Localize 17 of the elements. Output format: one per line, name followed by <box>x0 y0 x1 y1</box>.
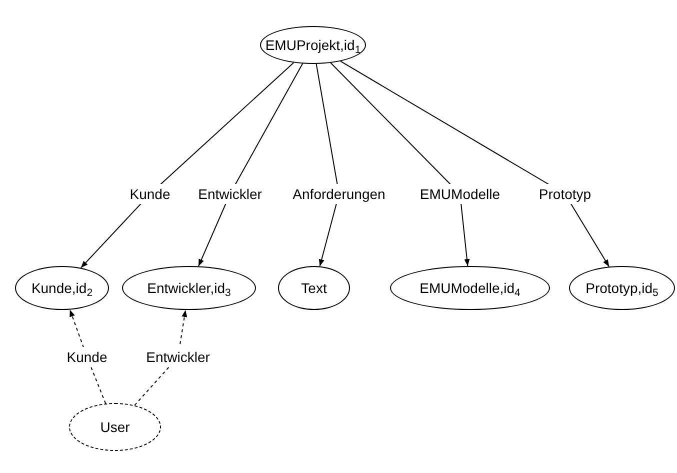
node-label: Text <box>301 281 327 295</box>
node-label: EMUProjekt,id$_{1}$ <box>265 38 361 52</box>
node-label: Kunde,id$_{2}$ <box>31 281 93 295</box>
node-label: Prototyp,id$_{5}$ <box>586 281 658 295</box>
edge-label: Entwickler <box>196 184 264 204</box>
arrow <box>198 63 304 267</box>
edge-label: Kunde <box>128 184 172 204</box>
edge-label: Entwickler <box>144 347 212 367</box>
node-label: User <box>100 420 130 434</box>
edge-label: Anforderungen <box>290 184 388 204</box>
edge-label: Kunde <box>64 347 110 367</box>
node-label: Entwickler,id$_{3}$ <box>147 281 231 295</box>
arrow <box>340 60 610 268</box>
arrow <box>316 64 340 267</box>
node-label: EMUModelle,id$_{4}$ <box>420 281 520 295</box>
arrow <box>80 62 294 268</box>
arrow <box>330 62 470 266</box>
